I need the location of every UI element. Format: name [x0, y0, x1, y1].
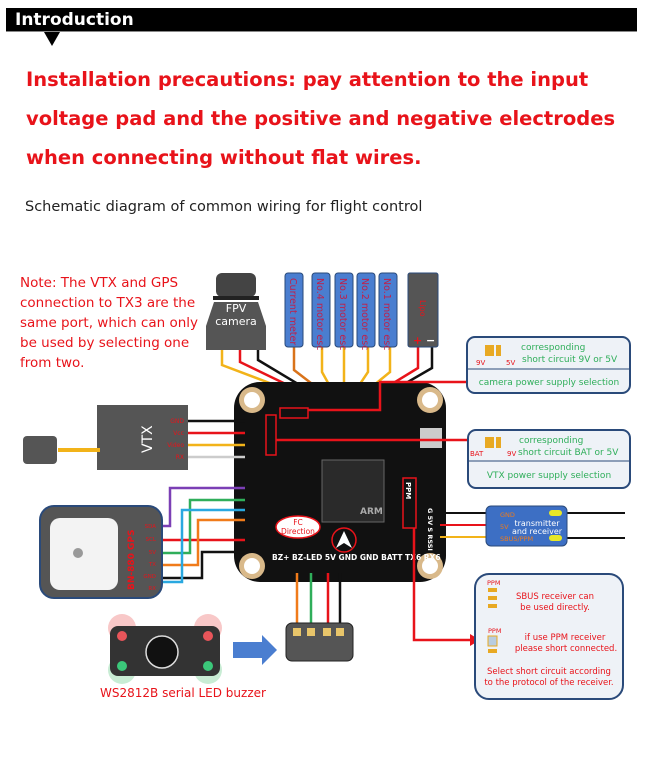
bottom-pad-labels: BZ+ BZ-LED 5V GND GND BATT TX6 RX6 — [272, 553, 441, 562]
svg-text:GND: GND — [500, 511, 515, 519]
connector-current-meter: Current meter — [287, 278, 298, 345]
svg-text:PPM: PPM — [488, 627, 501, 635]
top-connectors: Current meter No.4 motor esc No.3 motor … — [284, 272, 439, 350]
buzzer-connector — [285, 622, 354, 662]
led-buzzer — [108, 614, 222, 684]
ppm-info-box: PPM SBUS receiver can be used directly. … — [474, 573, 624, 700]
camera-label-1: FPV — [226, 302, 247, 315]
svg-text:corresponding: corresponding — [521, 343, 585, 353]
svg-text:Select short circuit according: Select short circuit according — [487, 667, 611, 677]
svg-text:short circuit 9V or 5V: short circuit 9V or 5V — [522, 355, 618, 365]
camera-power-box: 9V 5V corresponding short circuit 9V or … — [466, 336, 631, 394]
usb-port — [420, 428, 442, 448]
installation-warning: Installation precautions: pay attention … — [26, 68, 616, 169]
fc-direction-1: FC — [293, 518, 303, 527]
svg-text:GND: GND — [143, 574, 156, 580]
svg-text:TX: TX — [148, 562, 156, 568]
receiver: GND 5V SBUS/PPM transmitter and receiver — [440, 505, 625, 547]
chip-label: ARM — [360, 507, 383, 517]
fc-direction-2: Direction — [281, 527, 315, 536]
buzzer-label: WS2812B serial LED buzzer — [100, 686, 266, 700]
svg-text:short circuit BAT or 5V: short circuit BAT or 5V — [518, 448, 619, 458]
gps-label: BN-880 GPS — [127, 529, 137, 590]
svg-text:SBUS/PPM: SBUS/PPM — [500, 535, 533, 543]
connector-motor3: No.3 motor esc — [337, 278, 348, 350]
vtx-9v-label: 9V — [507, 450, 516, 458]
callout-arrows — [276, 380, 470, 642]
svg-text:SBUS receiver can: SBUS receiver can — [516, 592, 594, 602]
buzzer-wires — [295, 573, 342, 630]
svg-text:5V: 5V — [149, 550, 156, 556]
vtx-label: VTX — [140, 425, 156, 453]
lipo-label: Lipo — [418, 300, 427, 317]
direction-arrow-icon — [336, 531, 352, 548]
fc-direction-callout — [275, 515, 321, 539]
fpv-camera: FPV camera — [206, 273, 266, 350]
svg-text:RX: RX — [148, 586, 156, 592]
connector-motor1: No.1 motor esc — [381, 278, 392, 350]
vtx-power-title: VTX power supply selection — [487, 471, 611, 481]
side-pad-labels: G 5V S RSSI — [426, 508, 434, 551]
section-header: Introduction — [6, 8, 637, 32]
svg-text:please short connected.: please short connected. — [515, 644, 617, 654]
svg-text:Vcc: Vcc — [173, 430, 184, 437]
svg-text:if use PPM receiver: if use PPM receiver — [525, 633, 606, 643]
svg-text:GND: GND — [170, 418, 184, 425]
section-title: Introduction — [15, 10, 134, 30]
arrow-right-icon — [233, 635, 277, 665]
lipo-battery — [407, 272, 439, 348]
lipo-minus: − — [426, 334, 435, 347]
vtx-gps-note: Note: The VTX and GPS connection to TX3 … — [20, 275, 199, 371]
svg-text:to the protocol of the receive: to the protocol of the receiver. — [484, 678, 613, 688]
connector-motor4: No.4 motor esc — [314, 278, 325, 350]
gps-module: BN-880 GPS SDA SCL 5V TX GND RX — [39, 505, 163, 599]
svg-text:transmitter: transmitter — [514, 519, 560, 528]
svg-text:RX: RX — [176, 454, 184, 461]
diagram-subtitle: Schematic diagram of common wiring for f… — [25, 199, 423, 215]
cam-9v-label: 9V — [476, 359, 485, 367]
vtx-power-box: BAT 9V corresponding short circuit BAT o… — [467, 429, 631, 489]
mcu-chip — [321, 459, 385, 523]
camera-label-2: camera — [215, 315, 257, 328]
svg-text:SDA: SDA — [145, 524, 157, 530]
vtx-module: VTX GND Vcc Video RX — [23, 405, 245, 470]
svg-text:SCL: SCL — [146, 537, 157, 543]
vtx-bat-label: BAT — [470, 450, 484, 458]
camera-power-title: camera power supply selection — [479, 378, 619, 388]
svg-text:corresponding: corresponding — [519, 436, 583, 446]
flight-controller-board: ARM PPM FC Direction BZ+ BZ-LED 5V GND G… — [234, 382, 446, 582]
svg-text:be used directly.: be used directly. — [520, 603, 590, 613]
lipo-plus: + — [413, 334, 422, 347]
svg-text:Video: Video — [167, 442, 184, 449]
connector-motor2: No.2 motor esc — [359, 278, 370, 350]
cam-5v-label: 5V — [506, 359, 515, 367]
ppm-label: PPM — [404, 482, 412, 499]
header-pointer — [44, 32, 60, 46]
gps-wires — [160, 486, 245, 584]
svg-text:and receiver: and receiver — [512, 527, 563, 536]
svg-text:5V: 5V — [500, 523, 509, 531]
svg-text:PPM: PPM — [487, 579, 500, 587]
vtx-antenna — [23, 436, 57, 464]
